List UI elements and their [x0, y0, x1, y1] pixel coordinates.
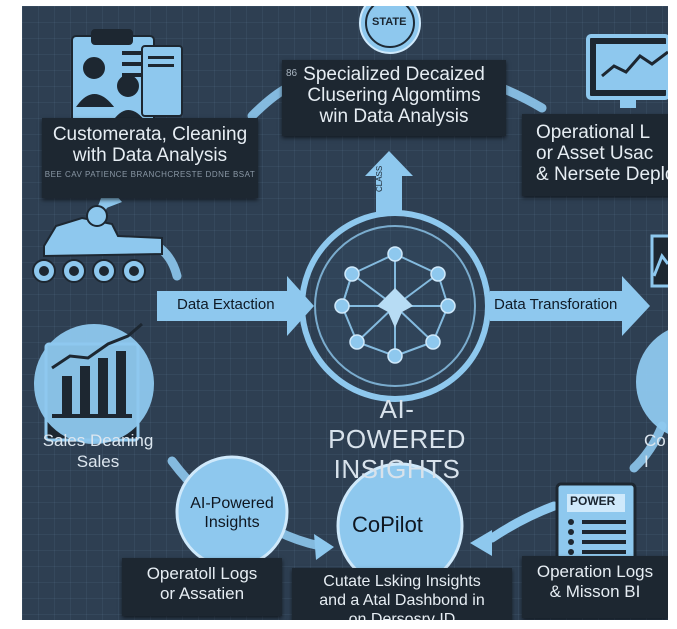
right-edge-circle	[636, 330, 668, 434]
top-left-box-subtitle: BEE CAV PATIENCE BRANCHCRESTE DDNE BSAT	[44, 170, 256, 179]
top-left-box: Customerata, Cleaning with Data Analysis…	[42, 118, 258, 198]
monitor-chart-icon	[586, 34, 668, 108]
bar-chart-icon	[34, 322, 154, 444]
bottom-left-box: Operatoll Logs or Assatien	[122, 558, 282, 616]
top-center-prefix: 86	[286, 68, 298, 79]
bottom-center-box-title: Cutate Lsking Insights and a Atal Dashbo…	[319, 573, 485, 620]
arrowhead-copilot-right	[470, 530, 492, 556]
bottom-right-box-title: Operation Logs & Misson BI	[536, 562, 654, 601]
left-arrow	[157, 276, 314, 336]
arrowhead-top-left	[96, 184, 122, 212]
top-center-box: Specialized Decaized Clusering Algomtims…	[282, 60, 506, 136]
right-mid-label: Co I	[644, 431, 666, 471]
vehicles-icon	[32, 205, 163, 283]
vertical-arrow	[365, 151, 413, 216]
bottom-center-box: Cutate Lsking Insights and a Atal Dashbo…	[292, 568, 512, 620]
connector-right-to-copilot	[487, 501, 559, 543]
top-right-box-title: Operational L or Asset Usac & Nersete De…	[536, 122, 668, 185]
connector-right-down	[629, 421, 667, 473]
center-title: AI-POWERED INSIGHTS	[328, 394, 466, 484]
ai-node-label: AI-Powered Insights	[190, 495, 274, 531]
bottom-left-box-title: Operatoll Logs or Assatien	[146, 564, 258, 603]
left-mid-label: Sales Deaning Sales	[42, 431, 154, 471]
left-arrow-label: Data Extaction	[177, 296, 275, 313]
top-left-box-title: Customerata, Cleaning with Data Analysis	[52, 124, 248, 166]
bottom-right-box: Operation Logs & Misson BI	[522, 556, 668, 618]
vertical-arrow-label: CLASS	[375, 165, 384, 192]
state-badge-icon	[359, 6, 421, 54]
connector-layer	[32, 6, 668, 590]
arrowhead-copilot-left	[314, 534, 334, 560]
clipboard-people-icon	[71, 29, 183, 127]
document-icon	[555, 482, 637, 576]
right-edge-chart-icon	[650, 234, 668, 288]
right-arrow	[490, 276, 650, 336]
flow-arrowheads	[96, 184, 492, 560]
top-center-box-title: Specialized Decaized Clusering Algomtims…	[303, 64, 485, 127]
top-right-box: Operational L or Asset Usac & Nersete De…	[522, 114, 668, 196]
copilot-label: CoPilot	[352, 512, 423, 537]
diagram-canvas: Customerata, Cleaning with Data Analysis…	[22, 6, 668, 620]
network-hub-icon	[299, 210, 491, 402]
power-label: POWER	[570, 494, 616, 508]
right-arrow-label: Data Transforation	[494, 296, 618, 313]
state-badge-label: STATE	[372, 16, 407, 28]
